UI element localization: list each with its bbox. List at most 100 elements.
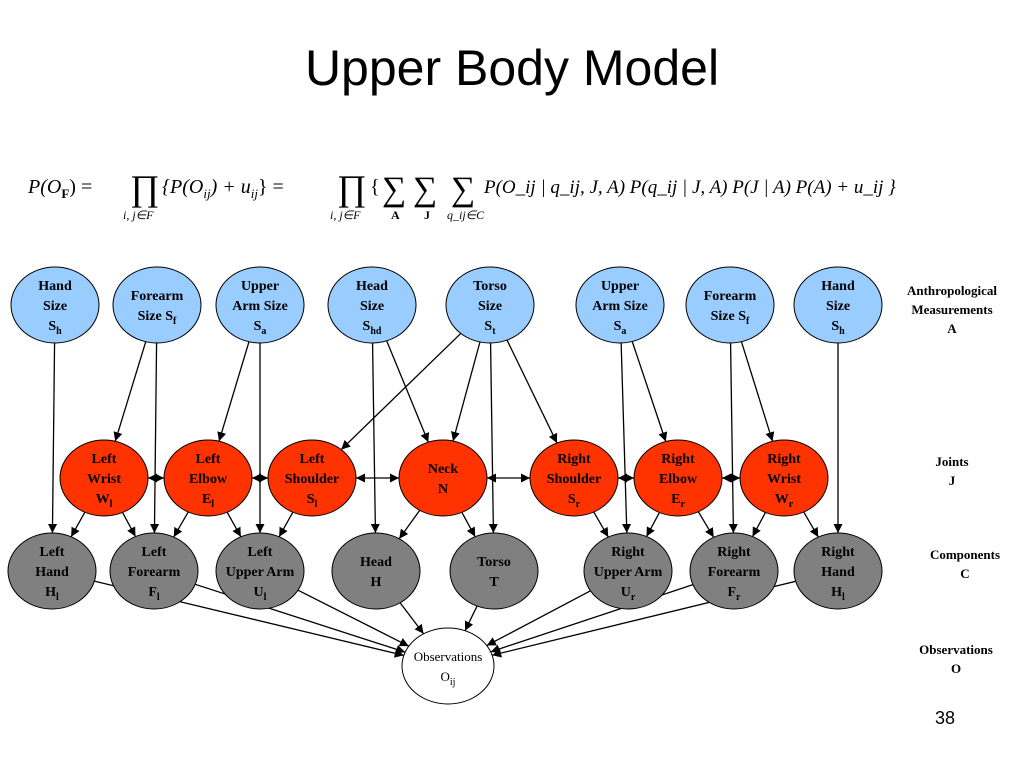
joint-node-1-line-1: Left	[92, 452, 117, 467]
component-node-1-line-2: Hand	[35, 565, 69, 580]
edge-upper-arm-size-right-to-right-upper-arm	[620, 342, 632, 534]
measurement-node-6-line-1: Upper	[601, 279, 639, 294]
component-node-5-line-2: T	[489, 575, 499, 590]
component-node-8-line-2: Hand	[821, 565, 855, 580]
measurement-node-1-line-1: Hand	[38, 279, 72, 294]
joints-label: Joints J	[935, 454, 969, 488]
joint-node-1-line-2: Wrist	[87, 472, 121, 487]
sum-symbol-j: ∑	[413, 171, 437, 208]
component-node-2-line-2: Forearm	[128, 565, 181, 580]
edge-hand-size-left-to-left-hand	[47, 342, 58, 534]
measurement-node-1-line-2: Size	[43, 299, 67, 314]
joint-node-3-line-1: Left	[300, 452, 325, 467]
measurement-node-2-line-1: Forearm	[131, 289, 184, 304]
joint-node-7-line-1: Right	[767, 452, 801, 467]
component-node-1-line-1: Left	[40, 545, 65, 560]
joint-node-5-line-1: Right	[557, 452, 591, 467]
edge-right-elbow-to-right-forearm	[697, 511, 715, 538]
sum-symbol-q: ∑	[451, 171, 475, 208]
measurement-node-3-line-1: Upper	[241, 279, 279, 294]
product-subscript-1: i, j∈F	[123, 208, 154, 222]
measurement-node-5-line-1: Torso	[473, 279, 507, 294]
measurement-node-5-line-2: Size	[478, 299, 502, 314]
measurement-node-4-line-1: Head	[356, 279, 388, 294]
component-node-1-line-3: Hl	[45, 585, 59, 603]
edge-left-shoulder-to-left-upper-arm	[278, 511, 294, 538]
sum-subscript-j: J	[424, 208, 430, 222]
edge-left-wrist-to-left-hand	[70, 511, 86, 538]
sum-symbol-a: ∑	[382, 171, 406, 208]
component-node-4-line-2: H	[371, 575, 382, 590]
measurement-node-2-line-2: Size Sf	[138, 309, 177, 327]
formula-term1: {P(Oij) + uij} =	[162, 176, 284, 201]
component-node-8-line-1: Right	[821, 545, 855, 560]
edge-left-elbow-to-left-upper-arm	[226, 511, 242, 538]
formula-brace: {	[370, 176, 380, 198]
measurement-node-8-line-1: Hand	[821, 279, 855, 294]
component-node-6-line-1: Right	[611, 545, 645, 560]
product-subscript-2: i, j∈F	[330, 208, 361, 222]
component-node-3-line-2: Upper Arm	[226, 565, 295, 580]
observations-node-line-1: Observations	[414, 649, 483, 664]
page-number: 38	[935, 708, 956, 728]
edge-head-size-to-head	[370, 342, 380, 534]
measurement-node-6-line-2: Arm Size	[592, 299, 648, 314]
joint-node-6-line-2: Elbow	[659, 472, 698, 487]
component-node-2-line-3: Fl	[148, 585, 160, 603]
edge-component-3-to-observations	[399, 602, 425, 635]
measurement-node-7-line-1: Forearm	[704, 289, 757, 304]
edge-torso-size-to-torso	[488, 342, 498, 534]
measurement-node-5-line-3: St	[484, 319, 496, 337]
edge-right-wrist-to-right-forearm	[751, 512, 767, 537]
measurement-node-8-line-2: Size	[826, 299, 850, 314]
joint-node-4-line-1: Neck	[428, 462, 459, 477]
joint-node-4-line-2: N	[438, 482, 448, 497]
component-node-8-line-3: Hl	[831, 585, 845, 603]
product-symbol-2: ∏	[337, 168, 367, 208]
component-node-7-line-2: Forearm	[708, 565, 761, 580]
edge-forearm-size-right-to-right-forearm	[728, 342, 738, 534]
edge-forearm-size-to-left-wrist	[113, 341, 147, 442]
joint-node-7-line-2: Wrist	[767, 472, 801, 487]
edge-right-elbow-to-right-upper-arm	[645, 512, 661, 537]
measurement-node-4-line-2: Size	[360, 299, 384, 314]
joint-node-5-line-2: Shoulder	[547, 472, 601, 487]
component-node-5-line-1: Torso	[477, 555, 511, 570]
sum-subscript-a: A	[391, 208, 400, 222]
sum-subscript-q: q_ij∈C	[447, 208, 485, 222]
probability-formula: P(OF) = ∏ i, j∈F {P(Oij) + uij} = ∏ i, j…	[27, 168, 896, 222]
component-node-4-line-1: Head	[360, 555, 392, 570]
component-node-3-line-3: Ul	[254, 585, 267, 603]
edge-forearm-size-left-to-left-forearm	[149, 342, 160, 534]
component-node-6-line-2: Upper Arm	[594, 565, 663, 580]
page-title: Upper Body Model	[304, 40, 720, 96]
measurement-node-3-line-2: Arm Size	[232, 299, 288, 314]
edge-head-size-to-neck	[386, 340, 430, 443]
joint-node-3-line-3: Sl	[307, 492, 318, 510]
edge-torso-size-to-left-shoulder	[340, 332, 462, 451]
formula-lhs: P(OF) =	[27, 176, 92, 201]
